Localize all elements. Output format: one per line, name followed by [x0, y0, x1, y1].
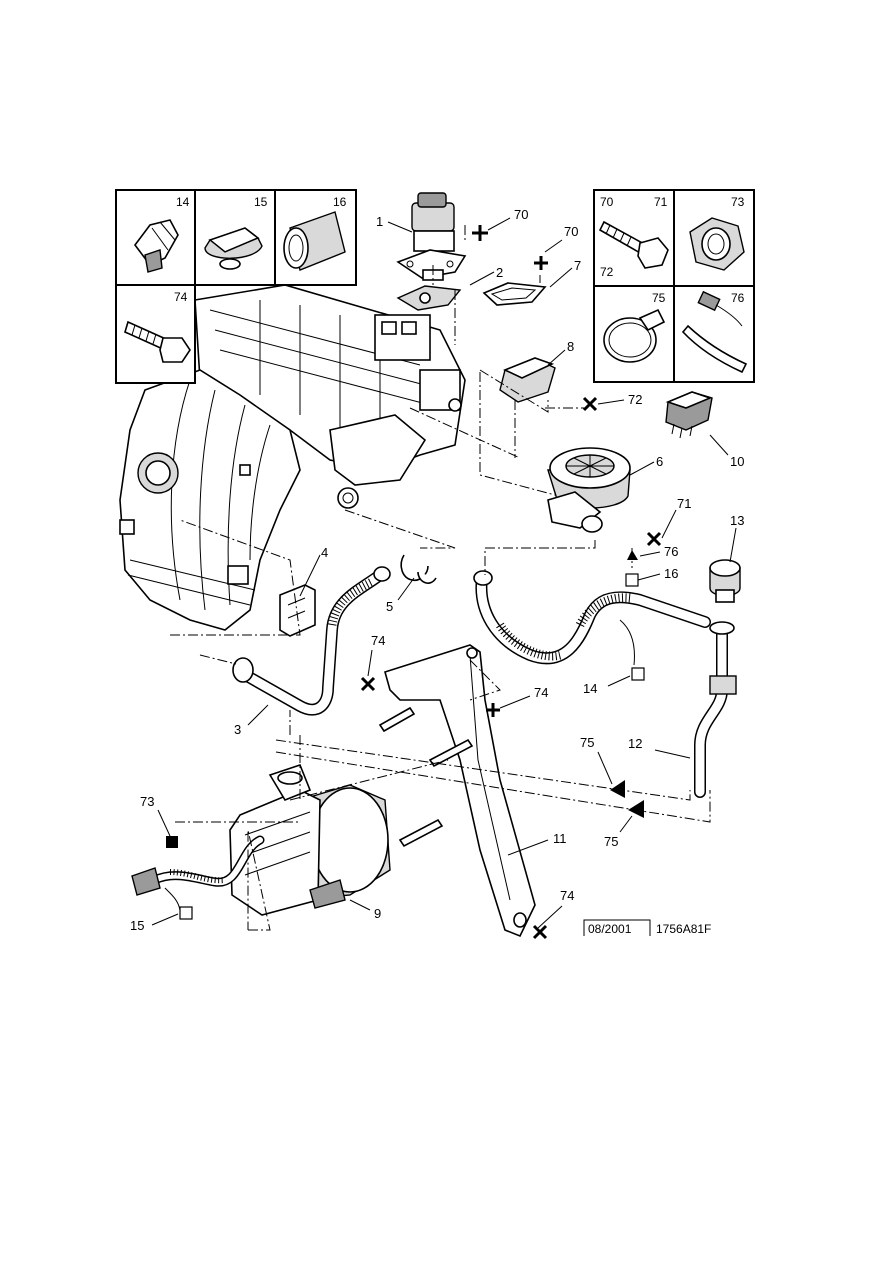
callout-14: 14	[583, 681, 597, 696]
callout-2: 2	[496, 265, 503, 280]
retaining-clip-4	[279, 584, 316, 637]
drawing-date: 08/2001	[588, 922, 632, 936]
triangle-marker-75a	[610, 780, 625, 798]
inset-panel-left: 14 15 16 74	[115, 189, 357, 384]
inset-label-72: 72	[600, 265, 614, 279]
hose-flex-16	[473, 570, 711, 666]
sleeve-16-icon	[283, 211, 346, 271]
band-clamp-76-icon	[681, 290, 748, 374]
air-valve-6	[547, 447, 631, 533]
callout-76: 76	[664, 544, 678, 559]
plus-marker-70	[472, 225, 488, 241]
callout-75a: 75	[580, 735, 594, 750]
bolt-74-icon	[124, 320, 191, 363]
square-marker-14	[631, 667, 645, 681]
callout-72: 72	[628, 392, 642, 407]
callout-16: 16	[664, 566, 678, 581]
square-marker-16	[625, 573, 639, 587]
cross-marker-71	[646, 531, 662, 547]
callout-1: 1	[376, 214, 383, 229]
plus-marker-74	[486, 703, 500, 717]
pipe-connector-8	[499, 357, 556, 403]
square-marker-15	[179, 906, 193, 920]
callout-7: 7	[574, 258, 581, 273]
inset-label-16: 16	[333, 195, 347, 209]
relay-10	[665, 391, 713, 439]
callout-8: 8	[567, 339, 574, 354]
cross-marker-74c	[532, 924, 548, 940]
gasket-7	[482, 282, 547, 306]
drawing-code: 1756A81F	[656, 922, 711, 936]
callout-74a: 74	[371, 633, 385, 648]
check-valve-13	[709, 559, 741, 603]
triangle-marker-75b	[628, 800, 644, 818]
callout-6: 6	[656, 454, 663, 469]
callout-15: 15	[130, 918, 144, 933]
leader-lines	[151, 217, 737, 929]
callout-74c: 74	[560, 888, 574, 903]
callout-labels: 1 2 3 4 5 6 7 8 9 10 11 12 13 14 15 16 7…	[130, 207, 744, 933]
pump-wiring-harness	[131, 835, 265, 911]
inset-label-70: 70	[600, 195, 614, 209]
nut-73-icon	[689, 217, 745, 271]
screw-70-71-72-icon	[598, 220, 669, 269]
callout-70b: 70	[564, 224, 578, 239]
inset-label-76: 76	[731, 291, 745, 305]
square-marker-73	[166, 836, 178, 848]
engine-cylinder-head	[194, 284, 466, 509]
cross-marker-74a	[360, 676, 376, 692]
connector-14-icon	[134, 219, 179, 273]
hose-clip-5	[400, 554, 437, 584]
hose-3	[232, 566, 391, 716]
hose-clamp-75-icon	[603, 308, 666, 363]
egr-valve-1	[396, 192, 467, 281]
inset-label-14: 14	[176, 195, 190, 209]
gasket-2	[396, 285, 462, 311]
callout-70a: 70	[514, 207, 528, 222]
intake-manifold	[119, 369, 301, 631]
callout-12: 12	[628, 736, 642, 751]
inset-label-15: 15	[254, 195, 268, 209]
callout-71: 71	[677, 496, 691, 511]
triangle-marker-76	[627, 550, 638, 560]
assembly-lines	[170, 225, 711, 931]
inset-label-71: 71	[654, 195, 668, 209]
markers	[166, 225, 662, 940]
callout-4: 4	[321, 545, 328, 560]
callout-74b: 74	[534, 685, 548, 700]
hose-12	[694, 621, 737, 798]
mounting-bracket-11	[384, 644, 536, 938]
callout-3: 3	[234, 722, 241, 737]
callout-9: 9	[374, 906, 381, 921]
plus-marker-70b	[534, 256, 548, 270]
callout-73: 73	[140, 794, 154, 809]
callout-13: 13	[730, 513, 744, 528]
callout-75b: 75	[604, 834, 618, 849]
drawing-reference: 08/2001 1756A81F	[583, 919, 711, 936]
clip-15-icon	[204, 227, 263, 270]
callout-10: 10	[730, 454, 744, 469]
callout-5: 5	[386, 599, 393, 614]
inset-label-73: 73	[731, 195, 745, 209]
inset-label-75: 75	[652, 291, 666, 305]
inset-label-74: 74	[174, 290, 188, 304]
cross-marker-72	[582, 396, 598, 412]
callout-11: 11	[553, 831, 567, 846]
inset-panel-right: 70 71 72 73 75 76	[593, 189, 755, 383]
